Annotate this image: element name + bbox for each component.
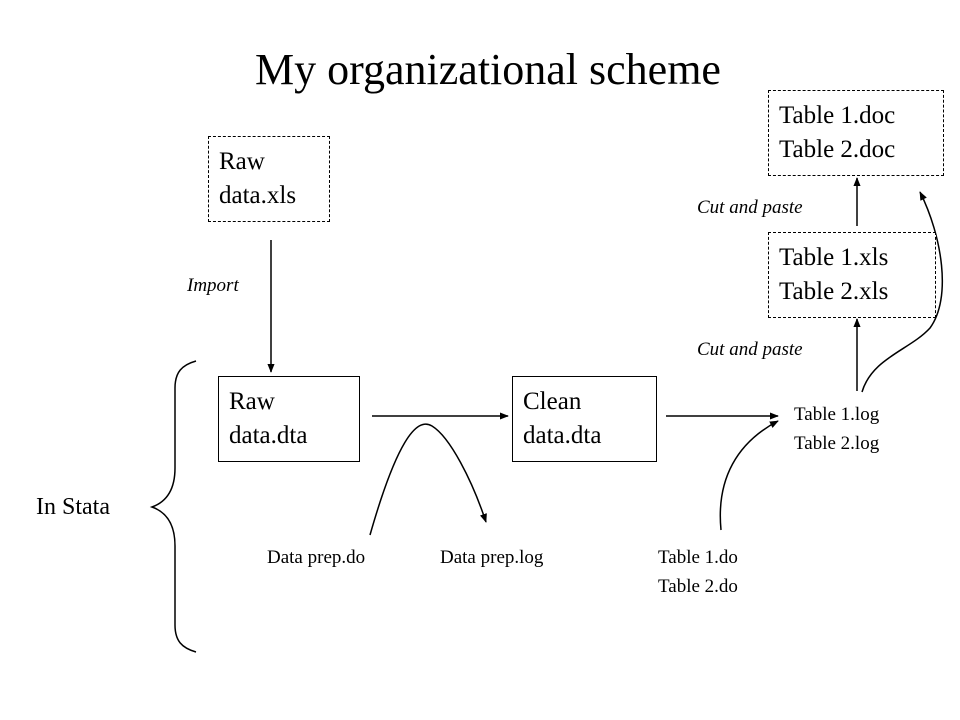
cut-paste-lower-label: Cut and paste — [697, 339, 803, 360]
tables-xls-box: Table 1.xls Table 2.xls — [768, 232, 936, 318]
raw-xls-box: Raw data.xls — [208, 136, 330, 222]
clean-dta-line1: Clean — [523, 388, 582, 415]
raw-dta-box: Raw data.dta — [218, 376, 360, 462]
tables-log-line1: Table 1.log — [794, 404, 880, 425]
import-label: Import — [187, 275, 239, 296]
tables-log-line2: Table 2.log — [794, 433, 880, 454]
tables-do-line2: Table 2.do — [658, 576, 738, 597]
tables-xls-line1: Table 1.xls — [779, 244, 889, 271]
data-prep-log-text: Data prep.log — [440, 547, 544, 568]
raw-dta-line2: data.dta — [229, 422, 308, 449]
arc-data-prep — [369, 423, 487, 536]
raw-xls-line2: data.xls — [219, 182, 297, 209]
raw-dta-line1: Raw — [229, 388, 275, 415]
brace-in-stata — [149, 360, 197, 653]
tables-log-text: Table 1.log Table 2.log — [794, 400, 879, 458]
clean-dta-box: Clean data.dta — [512, 376, 657, 462]
clean-dta-line2: data.dta — [523, 422, 602, 449]
in-stata-label: In Stata — [36, 494, 110, 520]
tables-doc-box: Table 1.doc Table 2.doc — [768, 90, 944, 176]
tables-do-text: Table 1.do Table 2.do — [658, 543, 738, 601]
raw-xls-line1: Raw — [219, 148, 265, 175]
tables-do-line1: Table 1.do — [658, 547, 738, 568]
tables-doc-line1: Table 1.doc — [779, 102, 896, 129]
tables-doc-line2: Table 2.doc — [779, 136, 896, 163]
data-prep-do-text: Data prep.do — [267, 547, 366, 568]
tables-xls-line2: Table 2.xls — [779, 278, 889, 305]
curve-tables-do-to-log — [719, 420, 779, 531]
cut-paste-upper-label: Cut and paste — [697, 197, 803, 218]
diagram-title: My organizational scheme — [255, 45, 721, 94]
